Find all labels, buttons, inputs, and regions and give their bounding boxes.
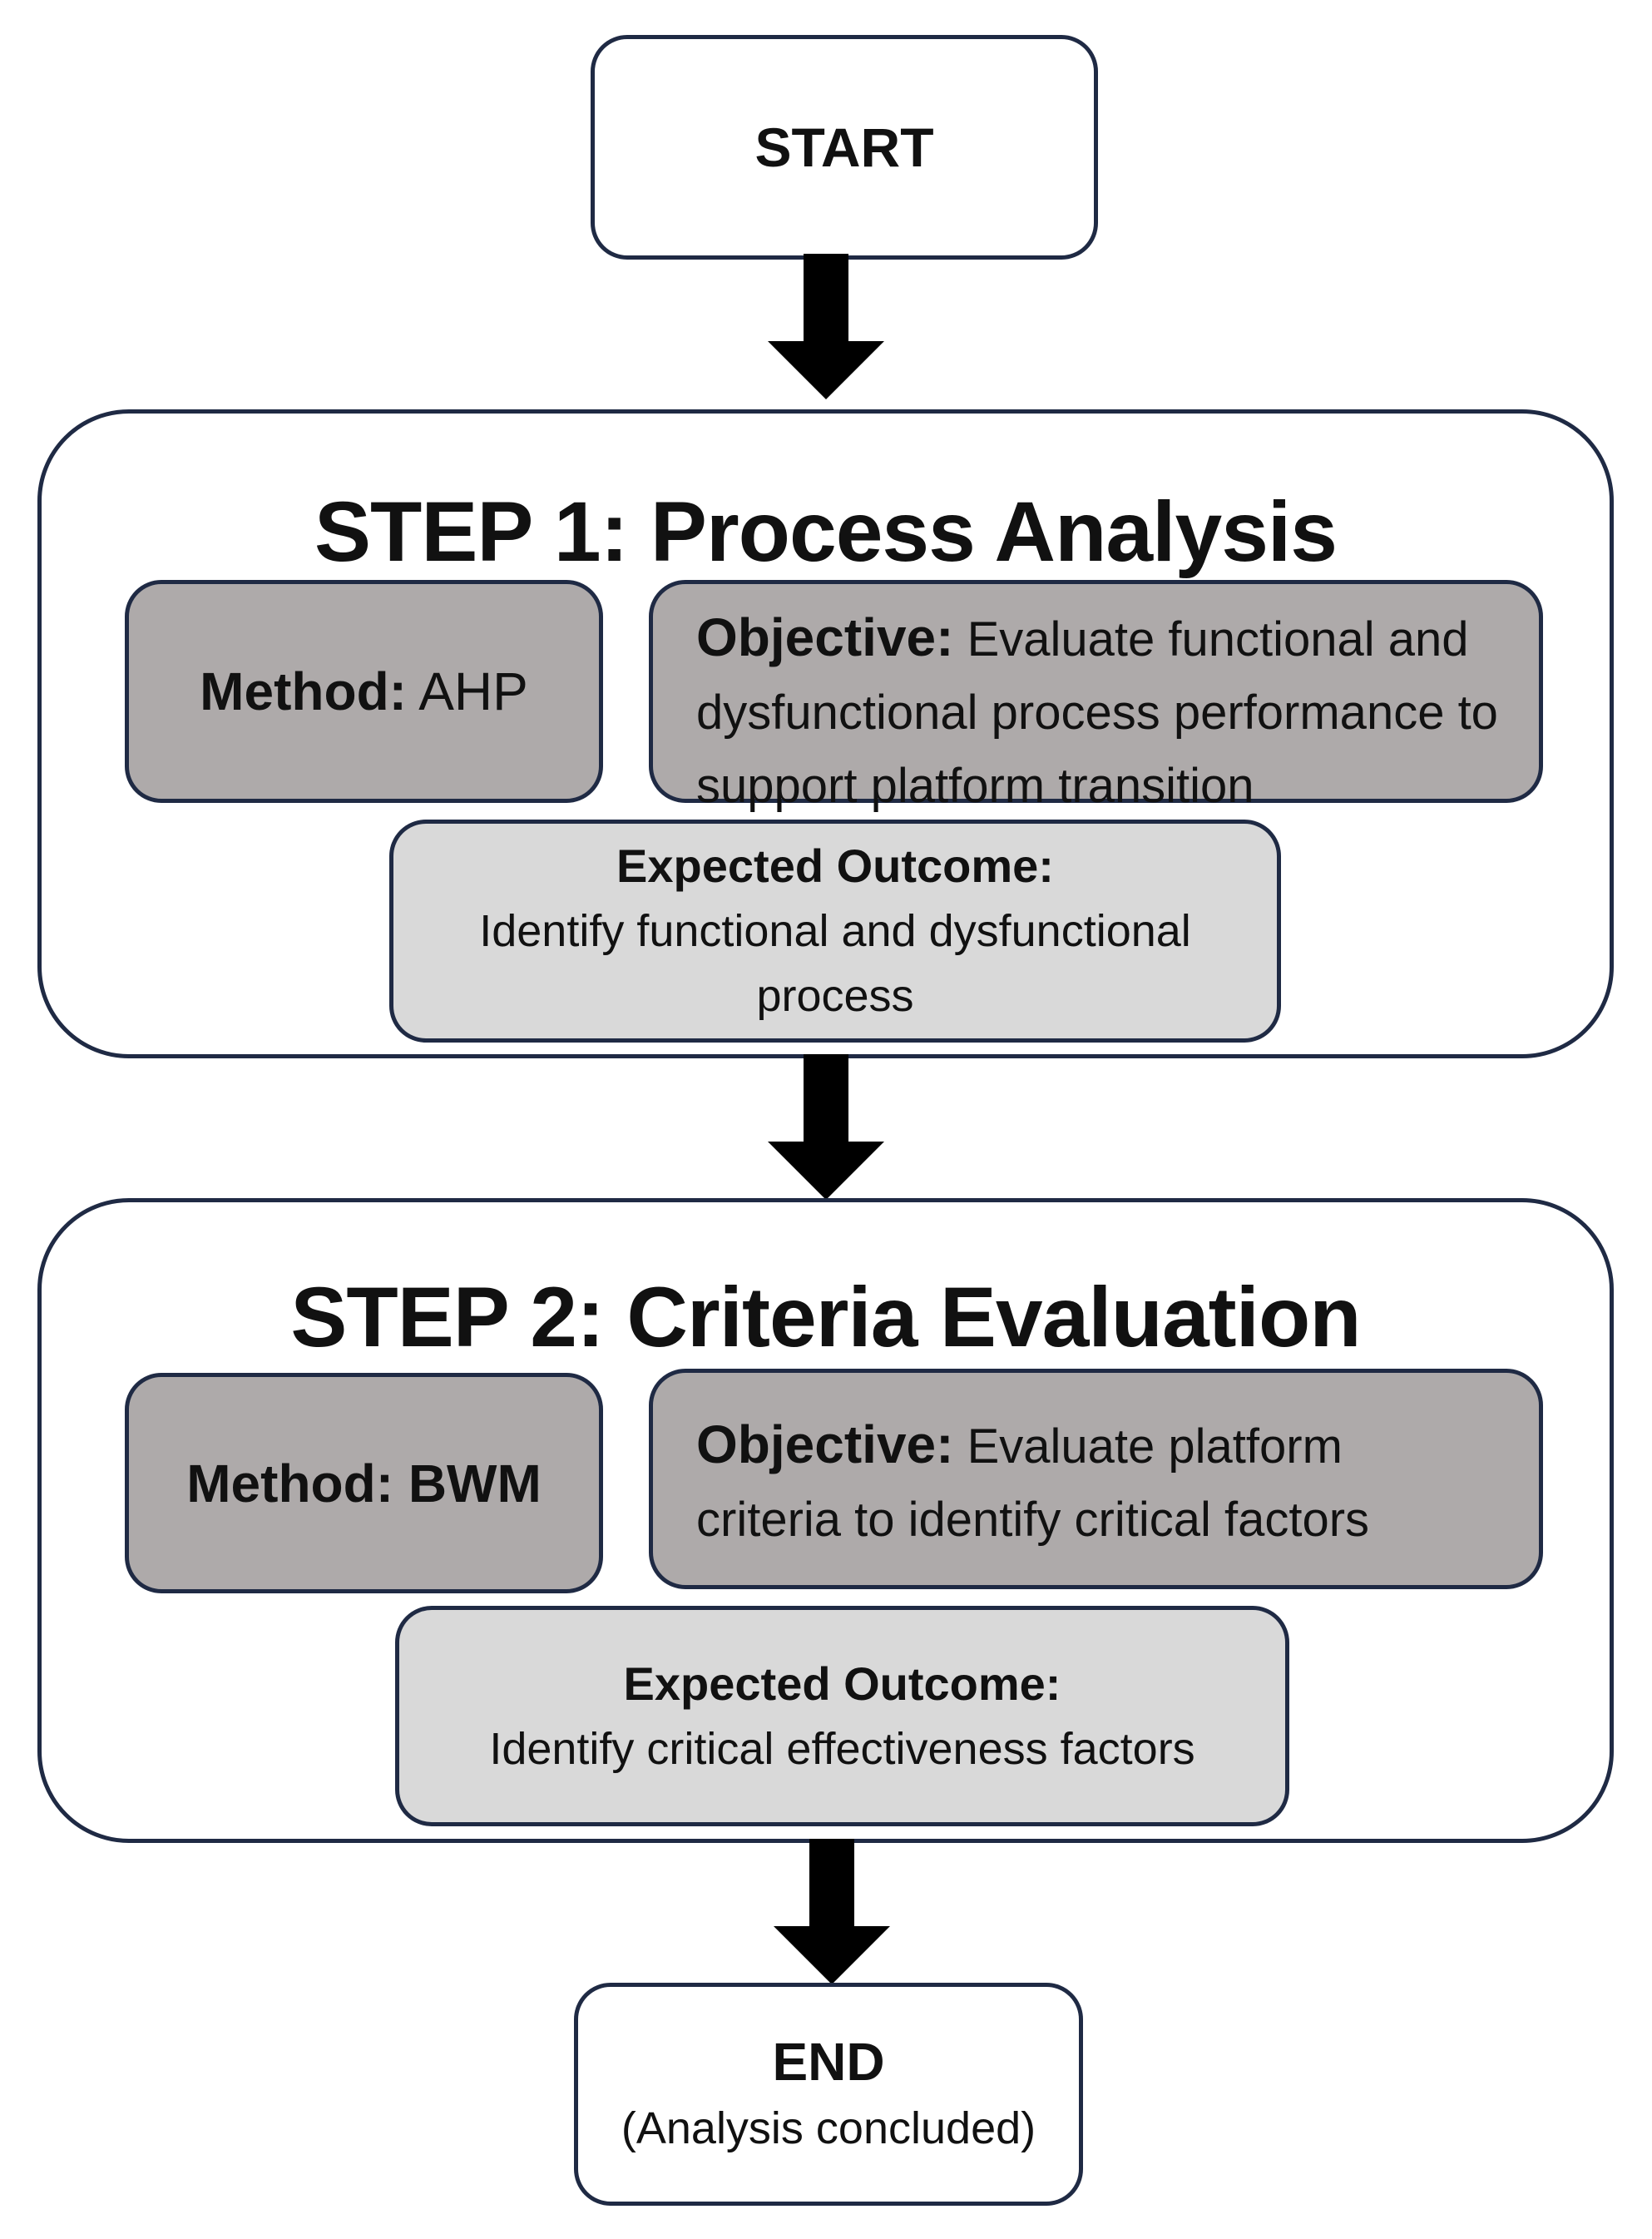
step1-objective-box: Objective: Evaluate functional and dysfu… [649,580,1543,813]
step2-objective-box: Objective: Evaluate platform criteria to… [649,1369,1543,1589]
flow-arrow-step2-to-end [774,1839,890,1984]
step2-outcome-box: Expected Outcome: Identify critical effe… [395,1606,1289,1826]
step1-objective-text: Evaluate functional and dysfunctional pr… [696,612,1498,813]
step2-method-value: BWM [408,1453,542,1513]
step1-outcome-text: Identify functional and dysfunctional pr… [479,906,1191,1021]
end-sublabel: (Analysis concluded) [621,2103,1036,2153]
end-label: END [772,2032,885,2092]
step1-method-value: AHP [418,661,528,721]
start-node: START [591,35,1098,260]
step2-objective-text: Evaluate platform criteria to identify c… [696,1419,1370,1547]
step2-objective-label: Objective: [696,1414,954,1474]
step1-container: STEP 1: Process Analysis Method: AHP Obj… [37,409,1614,1058]
step1-outcome-label: Expected Outcome: [616,840,1054,892]
step2-method-box: Method: BWM [125,1373,603,1593]
step2-title: STEP 2: Criteria Evaluation [290,1270,1361,1365]
flow-arrow-step1-to-step2 [768,1054,884,1200]
start-label: START [754,116,934,178]
step1-title: STEP 1: Process Analysis [314,484,1338,579]
step1-method-box: Method: AHP [125,580,603,803]
step2-method-label: Method: [186,1453,394,1513]
step2-method: Method: BWM [186,1453,542,1514]
step1-outcome-box: Expected Outcome: Identify functional an… [389,820,1281,1043]
step2-outcome-text: Identify critical effectiveness factors [489,1723,1195,1774]
step1-method: Method: AHP [200,661,528,722]
flow-arrow-start-to-step1 [768,254,884,399]
step2-outcome-label: Expected Outcome: [623,1657,1061,1710]
step1-method-label: Method: [200,661,407,721]
step2-container: STEP 2: Criteria Evaluation Method: BWM … [37,1198,1614,1843]
end-node: END (Analysis concluded) [574,1983,1083,2206]
step1-objective-label: Objective: [696,607,954,667]
